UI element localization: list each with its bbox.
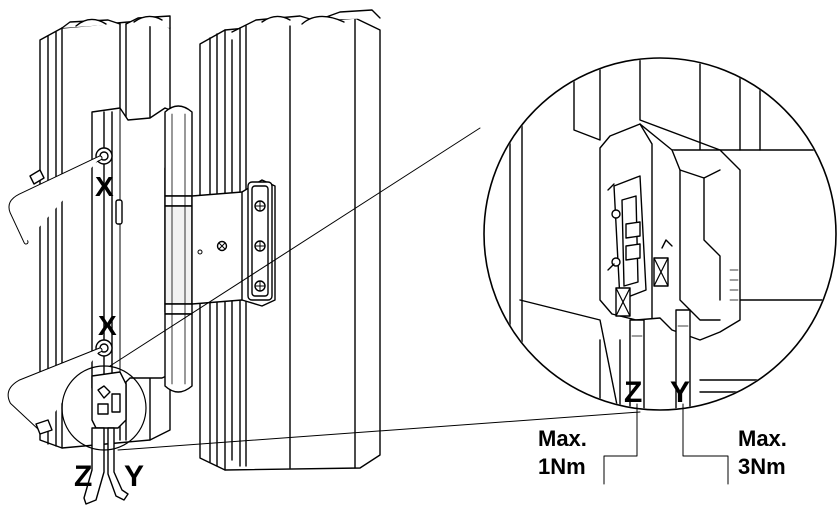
z-label-main: Z	[74, 460, 92, 493]
frame-profile	[199, 9, 381, 471]
x-label-lower: X	[98, 310, 117, 341]
callout-line-bottom	[117, 411, 641, 451]
torque-y-max: Max.	[738, 426, 787, 451]
y-label-detail: Y	[670, 376, 690, 409]
screw-icon	[254, 280, 266, 292]
allen-key-icon	[83, 427, 129, 505]
allen-key-icon	[7, 347, 103, 435]
x-label-upper: X	[95, 171, 114, 202]
screw-icon	[216, 240, 228, 252]
torque-z-max: Max.	[538, 426, 587, 451]
allen-key-icon	[8, 155, 103, 245]
y-label-main: Y	[124, 460, 144, 493]
detail-view	[483, 57, 837, 411]
lower-adjust-block	[91, 371, 127, 429]
screw-icon	[254, 200, 266, 212]
hinge-barrel	[164, 105, 193, 393]
torque-y-value: 3Nm	[738, 454, 786, 479]
torque-leaders	[603, 403, 729, 485]
allen-key-icon	[629, 319, 645, 409]
hinge-icon	[653, 257, 669, 287]
hinge-icon	[615, 287, 631, 317]
frame-hinge-leaf	[191, 179, 276, 307]
torque-z-value: 1Nm	[538, 454, 586, 479]
detail-callout-small	[61, 365, 147, 451]
callout-line-top	[109, 127, 481, 367]
screw-icon	[254, 240, 266, 252]
allen-key-icon	[675, 309, 691, 409]
z-label-detail: Z	[624, 376, 642, 409]
